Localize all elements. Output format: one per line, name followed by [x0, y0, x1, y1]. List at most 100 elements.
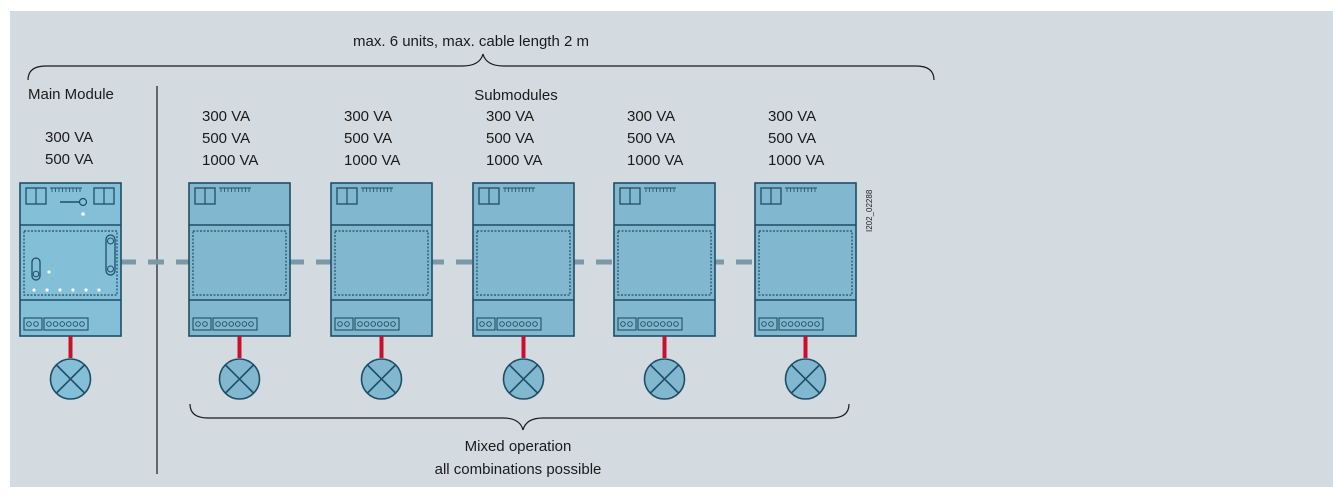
terminal-screw: [761, 321, 767, 327]
terminal-screw: [337, 321, 343, 327]
indicator-led: [71, 288, 75, 292]
terminal-screw: [814, 321, 820, 327]
pot-knob: [107, 237, 114, 245]
terminal-screw: [807, 321, 814, 327]
terminal-screw: [512, 321, 518, 327]
indicator-led: [32, 288, 36, 292]
main-rating-300: 300 VA: [45, 129, 94, 146]
terminal-screw: [248, 321, 254, 327]
main-module-title: Main Module: [28, 86, 114, 103]
submodule-3-rating-1: 300 VA: [486, 108, 535, 125]
indicator-led: [58, 288, 62, 292]
terminal-block-right: [354, 317, 400, 331]
terminal-screw: [532, 321, 538, 327]
terminal-block-right: [637, 317, 683, 331]
submodule-4: [613, 182, 716, 400]
submodule-1-rating-1: 300 VA: [202, 108, 251, 125]
submodule-4-rating-1: 300 VA: [627, 108, 676, 125]
lamp-cross: [508, 364, 539, 394]
module-inner-panel: [758, 230, 853, 296]
terminal-screw: [72, 321, 79, 327]
lamp-cross: [649, 364, 680, 394]
terminal-screw: [66, 321, 72, 327]
terminal-block-right: [212, 317, 258, 331]
module-inner-panel: [334, 230, 429, 296]
terminal-screw: [370, 321, 376, 327]
terminal-screw: [46, 321, 52, 327]
bottom-label-line1: Mixed operation: [464, 438, 572, 455]
terminal-block-right: [778, 317, 824, 331]
terminal-screw: [781, 321, 787, 327]
module-inner-panel: [192, 230, 287, 296]
terminal-block-left: [23, 317, 43, 331]
submodule-2-rating-1: 300 VA: [344, 108, 393, 125]
terminal-screw: [479, 321, 485, 327]
terminal-screw: [768, 321, 774, 327]
terminal-screw: [646, 321, 653, 327]
terminal-screw: [794, 321, 800, 327]
terminal-screw: [390, 321, 396, 327]
module-inner-panel: [23, 230, 118, 296]
terminal-screw: [215, 321, 221, 327]
indicator-led: [84, 288, 88, 292]
submodule-5-rating-2: 500 VA: [768, 130, 817, 147]
terminal-block-right: [496, 317, 542, 331]
submodule-3-rating-2: 500 VA: [486, 130, 535, 147]
terminal-screw: [202, 321, 208, 327]
pot-knob: [107, 265, 114, 273]
terminal-screw: [673, 321, 679, 327]
terminal-block-left: [334, 317, 354, 331]
terminal-screw: [519, 321, 525, 327]
figure-id: I202_02288: [865, 189, 874, 232]
lamp-cross: [366, 364, 397, 394]
terminal-screw: [33, 321, 39, 327]
terminal-block-left: [476, 317, 496, 331]
lamp-cross: [55, 364, 86, 394]
submodule-3: [472, 182, 575, 400]
bottom-label-line2: all combinations possible: [434, 461, 602, 478]
submodules-title: Submodules: [474, 87, 558, 104]
terminal-screw: [363, 321, 370, 327]
submodule-1-rating-2: 500 VA: [202, 130, 251, 147]
indicator-led: [97, 288, 101, 292]
terminal-screw: [505, 321, 512, 327]
terminal-screw: [660, 321, 666, 327]
terminal-screw: [228, 321, 234, 327]
submodule-2: [330, 182, 433, 400]
terminal-screw: [666, 321, 673, 327]
submodule-5-rating-3: 1000 VA: [768, 152, 825, 169]
terminal-screw: [640, 321, 646, 327]
top-brace: [27, 53, 935, 81]
submodule-3-rating-3: 1000 VA: [486, 152, 543, 169]
terminal-screw: [525, 321, 532, 327]
terminal-screw: [59, 321, 65, 327]
slider-knob: [78, 197, 88, 207]
terminal-block-left: [192, 317, 212, 331]
terminal-screw: [377, 321, 383, 327]
submodule-2-rating-3: 1000 VA: [344, 152, 401, 169]
terminal-screw: [241, 321, 248, 327]
top-label: max. 6 units, max. cable length 2 m: [353, 33, 589, 50]
terminal-screw: [195, 321, 201, 327]
potentiometer-left: [31, 257, 41, 281]
indicator-led: [45, 288, 49, 292]
terminal-screw: [486, 321, 492, 327]
terminal-block-left: [617, 317, 637, 331]
terminal-screw: [26, 321, 32, 327]
potentiometer-right: [105, 234, 116, 276]
main-module: [19, 182, 122, 400]
terminal-block-right: [43, 317, 89, 331]
terminal-screw: [79, 321, 85, 327]
submodule-4-rating-3: 1000 VA: [627, 152, 684, 169]
submodule-5-rating-1: 300 VA: [768, 108, 817, 125]
pot-knob: [32, 270, 40, 278]
lamp-cross: [224, 364, 255, 394]
terminal-screw: [787, 321, 794, 327]
terminal-screw: [627, 321, 633, 327]
lamp-cross: [790, 364, 821, 394]
indicator-led: [47, 270, 51, 274]
submodule-2-rating-2: 500 VA: [344, 130, 393, 147]
bottom-brace: [189, 403, 850, 431]
submodule-5: [754, 182, 857, 400]
